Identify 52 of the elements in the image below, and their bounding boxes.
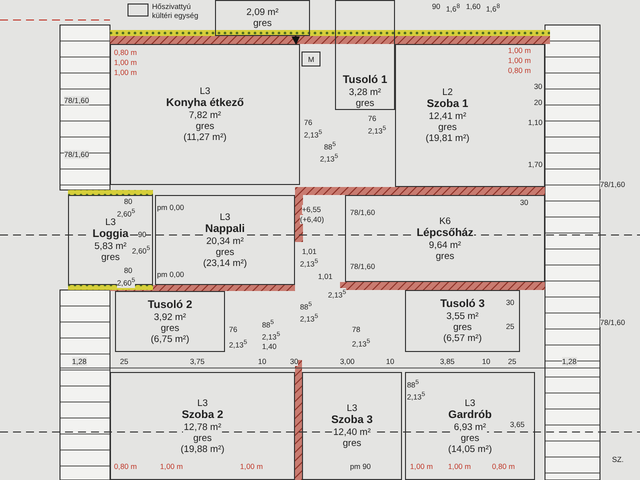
room-info: L3 bbox=[346, 403, 358, 414]
room-info: K6 bbox=[438, 216, 452, 226]
room-info: gres bbox=[252, 18, 273, 29]
room-info: gres bbox=[452, 322, 473, 333]
room-info: gres bbox=[354, 98, 376, 109]
room-info: gres bbox=[194, 121, 216, 132]
room-info: (11,27 m²) bbox=[182, 132, 228, 143]
room-name: Szoba 2 bbox=[180, 408, 224, 422]
room-name: Loggia bbox=[91, 228, 130, 241]
room-info: gres bbox=[437, 122, 458, 133]
room-info: (23,14 m²) bbox=[202, 258, 248, 268]
room-info: 20,34 m² bbox=[205, 236, 245, 246]
room-info: 2,09 m² bbox=[245, 7, 280, 18]
room-name: Gardrób bbox=[447, 408, 493, 422]
room-info: gres bbox=[214, 246, 236, 258]
room-info: 3,28 m² bbox=[348, 87, 382, 98]
room-info: 3,92 m² bbox=[152, 312, 188, 322]
room-info: (6,57 m²) bbox=[442, 333, 483, 344]
room-info: 9,64 m² bbox=[428, 240, 462, 250]
room-info: 5,83 m² bbox=[93, 241, 128, 252]
room-name: Nappali bbox=[204, 222, 246, 236]
room-info: L3 bbox=[198, 86, 212, 97]
room-info: gres bbox=[342, 438, 362, 449]
room-info: L3 bbox=[218, 212, 232, 222]
room-name: Tusoló 2 bbox=[146, 298, 194, 312]
room-info: 12,40 m² bbox=[332, 427, 372, 438]
room-info: (19,81 m²) bbox=[424, 133, 470, 144]
room-info: 6,93 m² bbox=[452, 422, 488, 432]
leader-line bbox=[292, 36, 300, 45]
room-area bbox=[405, 290, 520, 352]
room-info: gres bbox=[434, 250, 456, 262]
room-info: (19,88 m²) bbox=[180, 444, 226, 454]
room-info: 3,55 m² bbox=[445, 311, 480, 322]
room-name: Lépcsőház bbox=[416, 226, 474, 240]
room-info: 12,78 m² bbox=[182, 422, 222, 432]
room-info: (6,75 m²) bbox=[150, 334, 190, 344]
room-info: gres bbox=[460, 432, 480, 444]
room-info: gres bbox=[100, 252, 121, 263]
room-info: 12,41 m² bbox=[428, 111, 468, 122]
room-area bbox=[115, 291, 225, 352]
room-info: gres bbox=[160, 322, 180, 334]
room-info: gres bbox=[192, 432, 213, 444]
room-info: 7,82 m² bbox=[188, 110, 222, 121]
room-info: L3 bbox=[196, 398, 209, 408]
room-name: Konyha étkező bbox=[165, 97, 245, 110]
room-info: L2 bbox=[441, 87, 454, 98]
room-info: (14,05 m²) bbox=[447, 444, 493, 454]
room-info: L3 bbox=[464, 398, 476, 408]
room-area bbox=[335, 0, 395, 110]
room-area bbox=[215, 0, 310, 36]
room-info: L3 bbox=[104, 217, 117, 228]
room-area bbox=[302, 372, 402, 480]
